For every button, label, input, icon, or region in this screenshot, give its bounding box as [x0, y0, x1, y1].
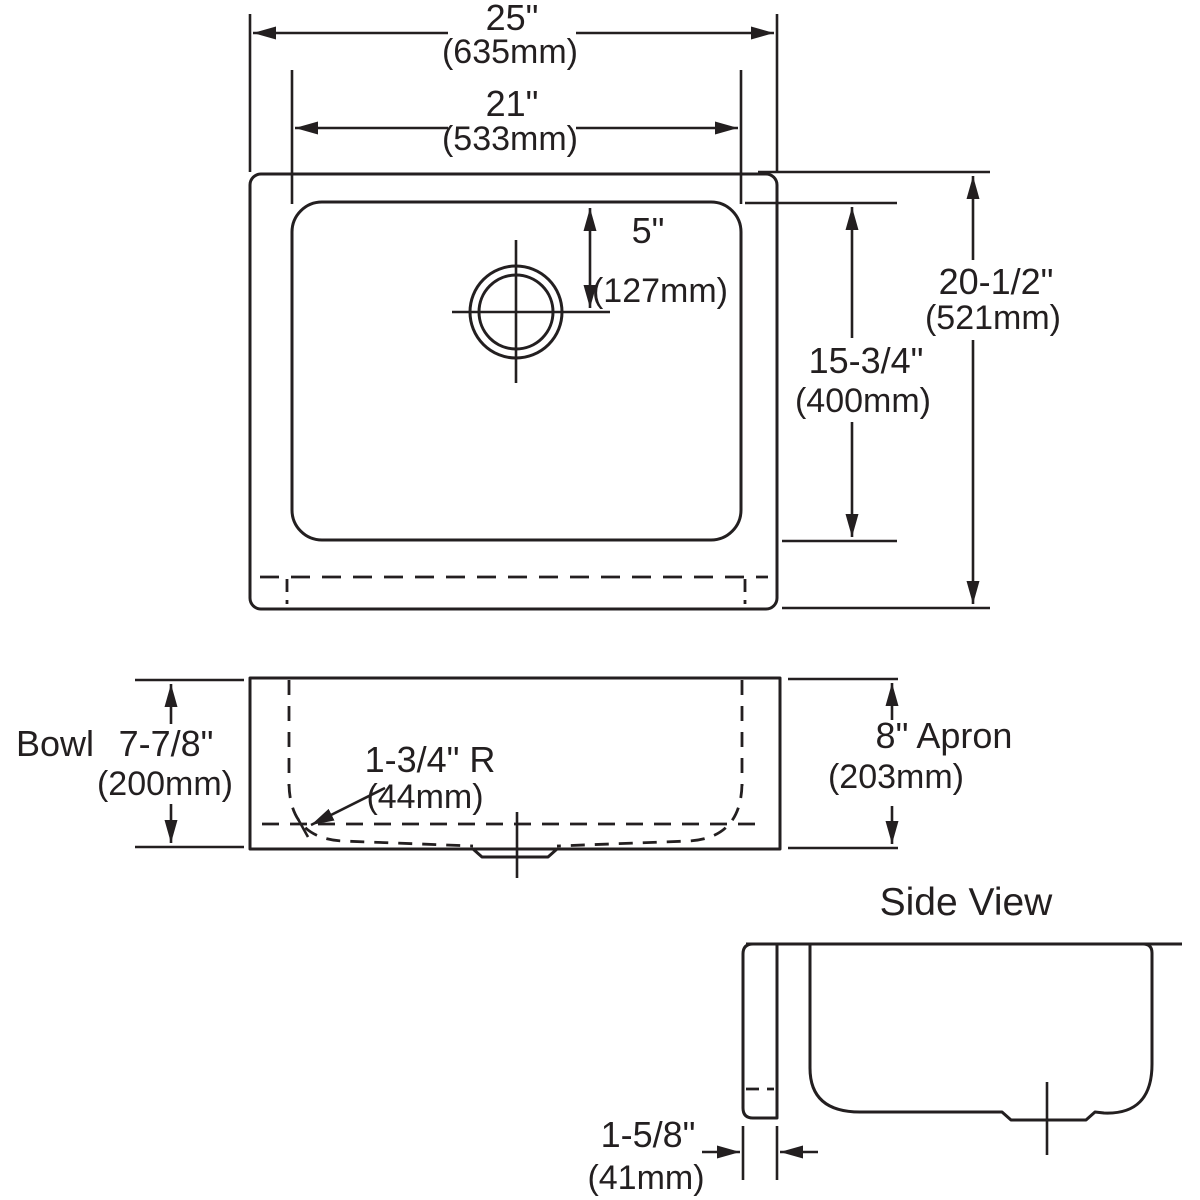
dim-apron-thickness: 1-5/8" (41mm)	[587, 1114, 818, 1197]
dim-drain-offset: 5" (127mm)	[583, 208, 728, 310]
dim-bowl-depth: Bowl 7-7/8" (200mm)	[16, 678, 244, 849]
dim-text-mm: (521mm)	[925, 299, 1061, 337]
dim-bowl-width: 21" (533mm)	[290, 70, 743, 204]
dim-text-inches: 7-7/8"	[119, 723, 214, 764]
dim-text-mm: (635mm)	[442, 33, 578, 71]
dim-text-mm: (127mm)	[592, 272, 728, 310]
dim-text-inches: 21"	[486, 83, 539, 124]
dim-text-inches: 1-5/8"	[601, 1114, 696, 1155]
dim-text-mm: (533mm)	[442, 120, 578, 158]
side-view: Side View 1-5/8" (41mm)	[587, 881, 1182, 1197]
dim-text-mm: (203mm)	[828, 758, 964, 796]
radius-leader-arrow	[310, 786, 386, 827]
bowl-hidden-floor-left	[287, 783, 474, 848]
side-view-title: Side View	[880, 881, 1054, 924]
sink-outer-outline	[248, 172, 779, 611]
radius-text-mm: (44mm)	[366, 778, 483, 816]
dim-overall-front-back: 20-1/2" (521mm)	[758, 170, 1061, 610]
side-apron-outline	[741, 942, 779, 1120]
dim-overall-width: 25" (635mm)	[248, 0, 779, 172]
dim-text-inches: 20-1/2"	[939, 261, 1054, 302]
side-bowl-outline	[808, 942, 1154, 1122]
dim-bowl-front-back: 15-3/4" (400mm)	[745, 201, 931, 543]
drain-fitting-front	[471, 847, 559, 859]
dim-apron-height: 8" Apron (203mm)	[788, 677, 1013, 850]
bowl-hidden-floor-right	[556, 783, 744, 848]
bowl-inner-outline	[290, 200, 743, 542]
dim-text-mm: (200mm)	[97, 765, 233, 803]
dim-text-mm: (400mm)	[795, 382, 931, 420]
radius-leader-tick	[296, 818, 310, 838]
dim-text-inches: 25"	[486, 0, 539, 38]
dim-text-inches: 8" Apron	[876, 715, 1013, 756]
dim-text-inches: 5"	[632, 210, 665, 251]
dim-text-inches: 15-3/4"	[809, 340, 924, 381]
bowl-word: Bowl	[16, 723, 94, 764]
top-view	[248, 172, 779, 611]
dim-text-mm: (41mm)	[587, 1159, 704, 1197]
front-view: 1-3/4" R (44mm)	[248, 676, 782, 878]
radius-text-inches: 1-3/4" R	[365, 739, 496, 780]
